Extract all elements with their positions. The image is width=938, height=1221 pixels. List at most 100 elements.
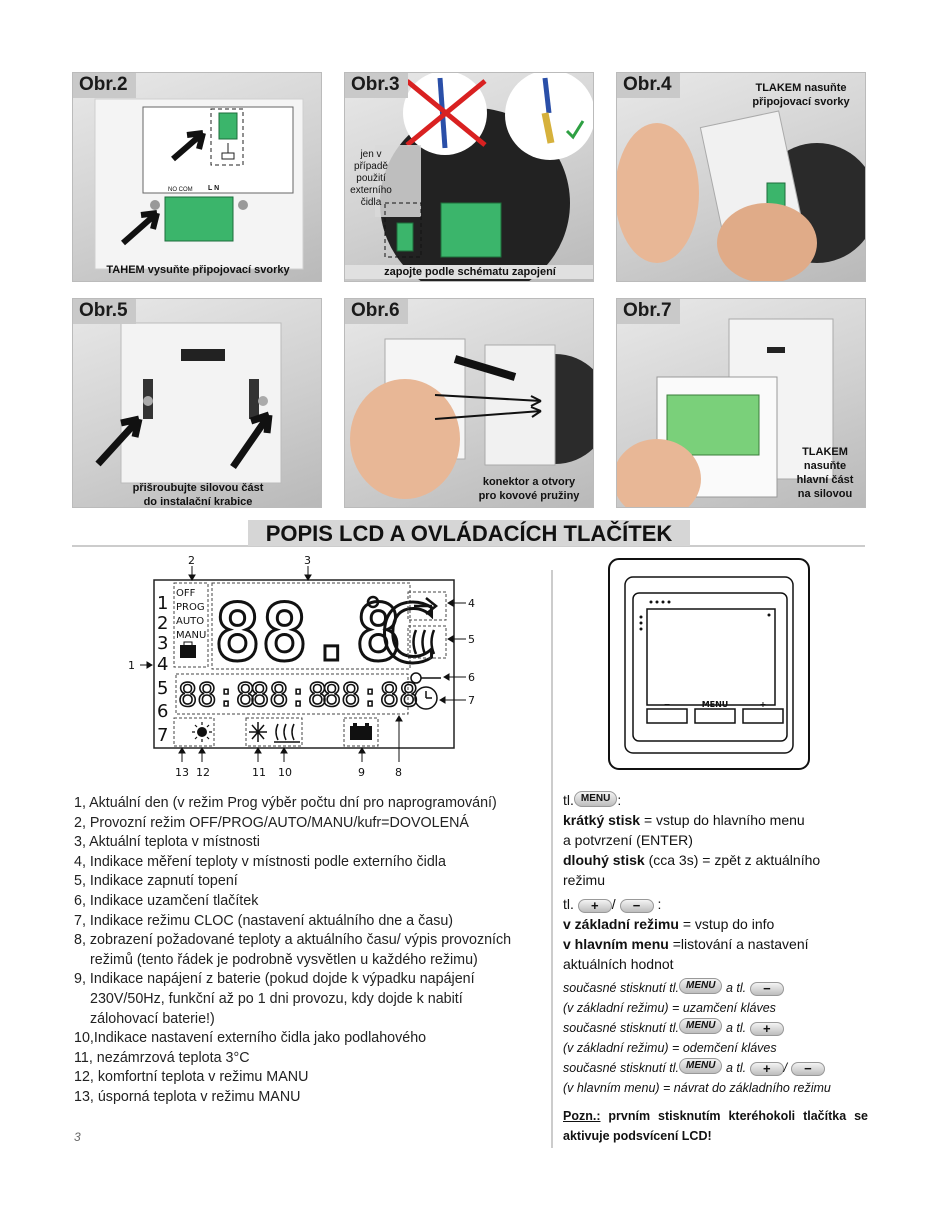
legend-item: 4, Indikace měření teploty v místnosti p… [74, 853, 446, 870]
legend-item: 5, Indikace zapnutí topení [74, 873, 238, 890]
main-menu-text: =listování a nastavení [668, 936, 809, 952]
device-minus-button[interactable] [646, 708, 688, 724]
obr2-illustration [94, 98, 304, 270]
figure-caption: TLAKEM nasuňte hlavní část na silovou [785, 445, 865, 501]
simul-text: současné stisknutí tl. [563, 981, 680, 995]
caption-line: na silovou [797, 488, 853, 500]
basic-mode-text: = vstup do info [678, 916, 775, 932]
back-result: (v hlavním menu) = návrat do základního … [563, 1081, 831, 1095]
plus-key-badge: + [577, 899, 612, 913]
obr4-illustration [617, 110, 865, 281]
side-caption-line: externího [350, 185, 392, 196]
obr3-illustration [375, 73, 593, 281]
lcd-mode-prog: PROG [176, 602, 205, 613]
snowflake-icon [249, 722, 267, 742]
callout-11: 11 [252, 766, 266, 779]
legend-item: 8, zobrazení požadované teploty a aktuál… [74, 932, 512, 949]
sun-icon [197, 727, 207, 737]
callout-6: 6 [468, 671, 475, 684]
figure-tag: Obr.5 [73, 299, 136, 324]
figure-obr6: Obr.6 konektor a otvory pro kovové pruži… [344, 298, 594, 508]
minus-key-badge: − [749, 982, 784, 996]
legend-item: 12, komfortní teplota v režimu MANU [74, 1069, 309, 1086]
unlock-result: (v základní režimu) = odemčení kláves [563, 1041, 777, 1055]
external-sensor-icon [414, 597, 439, 615]
lcd-day-4: 4 [157, 654, 168, 675]
figure-tag: Obr.4 [617, 73, 680, 98]
figure-obr5: Obr.5 přišroubujte silovou část do insta… [72, 298, 322, 508]
colon: : [617, 792, 622, 808]
page-number: 3 [74, 1130, 81, 1144]
lcd-legend: 1, Aktuální den (v režim Prog výběr počt… [74, 794, 544, 1108]
callout-8: 8 [395, 766, 402, 779]
legend-item-continuation: zálohovací baterie!) [90, 1010, 215, 1027]
thermostat-drawing: − MENU + [608, 558, 810, 770]
obr7-illustration [617, 318, 834, 507]
plus-key-badge: + [749, 1022, 784, 1036]
callout-9: 9 [358, 766, 365, 779]
legend-item: 3, Aktuální teplota v místnosti [74, 834, 260, 851]
tl-label: tl. [563, 896, 574, 912]
device-plus-button[interactable] [742, 708, 784, 724]
side-caption-line: čidla [360, 197, 382, 208]
column-divider [551, 570, 553, 1148]
legend-item: 13, úsporná teplota v režimu MANU [74, 1088, 301, 1105]
caption-line: TLAKEM nasuňte [755, 82, 847, 94]
figure-caption: konektor a otvory pro kovové pružiny [465, 475, 593, 503]
caption-line: přišroubujte silovou část [132, 482, 264, 494]
legend-item-continuation: režimů (tento řádek je podrobně vysvětle… [90, 951, 478, 968]
lcd-day-5: 5 [157, 678, 168, 699]
legend-item: 2, Provozní režim OFF/PROG/AUTO/MANU/kuf… [74, 814, 469, 831]
and-tl-text: a tl. [722, 1061, 747, 1075]
slash: / [611, 896, 616, 912]
long-press-text: (cca 3s) = zpět z aktuálního [644, 852, 821, 868]
figure-obr3: Obr.3 jen v případě použití externího či… [344, 72, 594, 282]
device-menu-button[interactable] [694, 708, 736, 724]
lcd-mode-auto: AUTO [176, 616, 204, 627]
side-caption-line: použití [356, 173, 386, 184]
legend-item: 1, Aktuální den (v režim Prog výběr počt… [74, 795, 497, 811]
figure-tag: Obr.6 [345, 299, 408, 324]
battery-icon [350, 726, 372, 740]
terminal-label-ln: L N [208, 185, 220, 192]
device-plus-label: + [760, 700, 767, 709]
lcd-big-temp: 88.8 [214, 589, 402, 679]
short-press-text: = vstup do hlavního menu [640, 812, 805, 828]
button-description: tl. MENU: krátký stisk = vstup do hlavníh… [563, 790, 868, 1146]
main-menu-label: v hlavním menu [563, 936, 669, 952]
device-menu-label: MENU [702, 700, 729, 709]
figure-side-caption: jen v případě použití externího čidla [345, 149, 397, 209]
figure-tag: Obr.3 [345, 73, 408, 98]
callout-1: 1 [128, 659, 135, 672]
plus-key-badge: + [749, 1062, 784, 1076]
legend-item: 6, Indikace uzamčení tlačítek [74, 892, 259, 909]
callout-4: 4 [468, 597, 475, 610]
side-caption-line: jen v [360, 149, 382, 160]
lock-result: (v základní režimu) = uzamčení kláves [563, 1001, 776, 1015]
colon: : [657, 896, 662, 912]
backlight-note: Pozn.: prvním stisknutím kteréhokoli tla… [563, 1106, 868, 1146]
figure-obr2: Obr.2 NO COM L N TAHEM vysuňte připojova… [72, 72, 322, 282]
caption-line: nasuňte [803, 460, 847, 472]
lcd-day-7: 7 [157, 725, 168, 746]
note-label: Pozn.: [563, 1109, 601, 1123]
lcd-segment-3: 88:88 [322, 676, 418, 714]
menu-key-badge: MENU [573, 791, 618, 807]
callout-13: 13 [175, 766, 189, 779]
section-divider [72, 545, 865, 547]
suitcase-icon [180, 645, 196, 658]
figure-caption: TLAKEM nasuňte připojovací svorky [737, 81, 865, 109]
long-press-label: dlouhý stisk [563, 852, 645, 868]
lcd-day-2: 2 [157, 613, 168, 634]
figure-obr7: Obr.7 TLAKEM nasuňte hlavní část na silo… [616, 298, 866, 508]
obr6-illustration [350, 338, 593, 499]
menu-key-badge: MENU [679, 978, 723, 994]
short-press-label: krátký stisk [563, 812, 641, 828]
clock-icon [414, 686, 438, 710]
callout-2: 2 [188, 554, 195, 567]
caption-line: do instalační krabice [143, 496, 253, 508]
short-press-text2: a potvrzení (ENTER) [563, 832, 693, 848]
figure-caption: TAHEM vysuňte připojovací svorky [106, 264, 290, 276]
slash: / [783, 1061, 788, 1075]
terminal-label-nocom: NO COM [168, 187, 193, 193]
